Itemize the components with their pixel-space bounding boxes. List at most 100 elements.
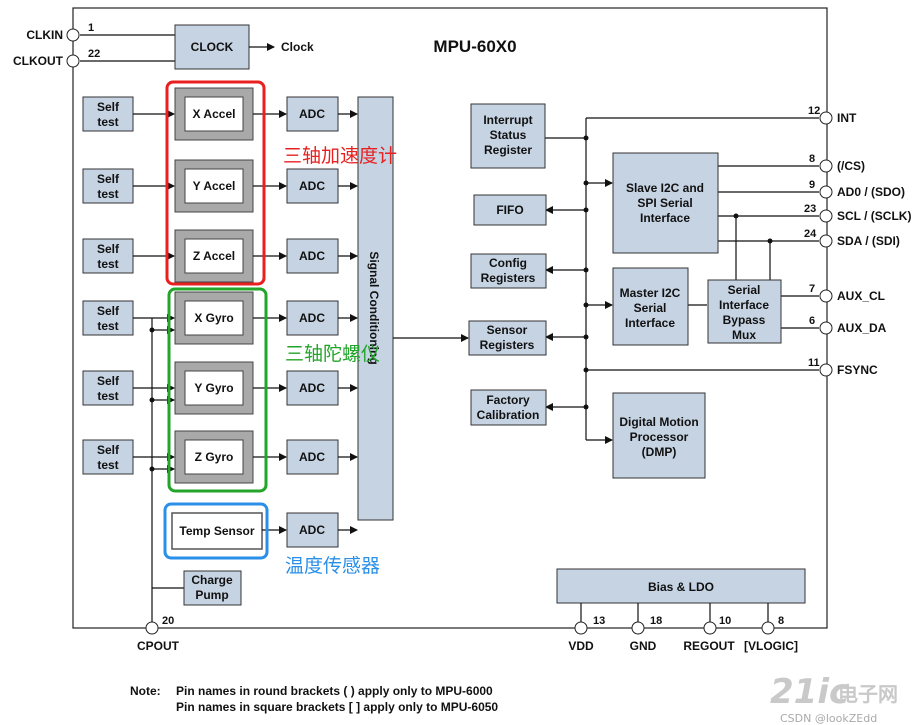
svg-text:Interface: Interface [640,211,690,225]
svg-text:Sensor: Sensor [487,323,528,337]
footnote-line-2: Pin names in square brackets [ ] apply o… [176,700,499,714]
adc-temp [286,512,339,548]
adc-z-accel [286,238,339,274]
sensor-label-x-gyro: X Gyro [194,311,233,325]
adc-label: ADC [299,311,325,325]
clock-output-label: Clock [281,40,314,54]
svg-text:Status: Status [490,128,527,142]
svg-text:VDD: VDD [568,639,594,653]
sensor-label-y-gyro: Y Gyro [194,381,233,395]
pin-clkout-num: 22 [88,48,100,60]
svg-text:Registers: Registers [480,338,535,352]
svg-text:Config: Config [489,256,527,270]
svg-text:Slave I2C and: Slave I2C and [626,181,704,195]
svg-text:18: 18 [650,615,662,627]
svg-text:Interface: Interface [625,316,675,330]
svg-text:24: 24 [804,228,817,240]
sensor-block-y-accel [184,168,244,204]
sensor-label-z-accel: Z Accel [193,249,235,263]
svg-text:[VLOGIC]: [VLOGIC] [744,639,798,653]
dmp-block: Digital Motion Processor (DMP) [612,392,706,479]
slave-i2c-spi-block: Slave I2C and SPI Serial Interface [612,152,719,254]
pin-fsync [819,363,833,377]
footnote-line-1: Pin names in round brackets ( ) apply on… [176,684,493,698]
bias-ldo-section: Bias & LDO 13 18 10 8 VDD GND REGOUT [VL… [556,568,806,653]
pin-clkin-name: CLKIN [26,28,63,42]
self-test-label: Self [97,100,120,114]
pin-clkout-name: CLKOUT [13,54,64,68]
svg-text:Registers: Registers [481,271,536,285]
self-test-block-x-accel [82,96,134,132]
pin-cs [819,159,833,173]
accel-annotation: 三轴加速度计 [283,145,397,167]
svg-text:13: 13 [593,615,605,627]
svg-text:Bypass: Bypass [723,313,766,327]
svg-text:GND: GND [630,639,657,653]
temp-sensor-label: Temp Sensor [179,524,254,538]
pin-ad0 [819,185,833,199]
right-pins: 12 INT 8 (/CS) 9 AD0 / (SDO) 23 SCL / (S… [804,105,911,377]
bias-ldo-block [556,568,806,604]
svg-text:FSYNC: FSYNC [837,363,878,377]
svg-text:7: 7 [809,283,815,295]
svg-text:10: 10 [719,615,731,627]
chip-title: MPU-60X0 [433,37,516,56]
footnote-label: Note: [130,684,161,698]
pin-clkin-num: 1 [88,22,94,34]
adc-temp-label: ADC [299,523,325,537]
adc-label: ADC [299,249,325,263]
self-test-label: Self [97,242,120,256]
svg-text:SCL / (SCLK): SCL / (SCLK) [837,209,911,223]
gyro-annotation: 三轴陀螺仪 [285,343,380,365]
internal-bus [545,117,819,444]
signal-conditioning-block [357,96,394,521]
svg-text:(/CS): (/CS) [837,159,865,173]
pin-cpout-name: CPOUT [137,639,180,653]
self-test-label: test [97,458,118,472]
svg-text:11: 11 [808,357,820,369]
accel-highlight-frame [165,80,266,286]
svg-text:SPI Serial: SPI Serial [637,196,692,210]
svg-text:FIFO: FIFO [496,203,523,217]
sensor-registers-block: Sensor Registers [468,320,547,356]
adc-z-gyro [286,439,339,475]
self-test-label: test [97,187,118,201]
pin-sda [819,234,833,248]
temp-sensor-block [171,512,263,550]
watermark-site: 电子网 [838,682,898,706]
pin-vdd [574,621,588,635]
svg-text:Register: Register [484,143,532,157]
svg-text:8: 8 [809,153,815,165]
charge-pump-label-2: Pump [195,588,228,602]
self-test-label: test [97,115,118,129]
factory-calibration-block: Factory Calibration [470,389,547,426]
signal-conditioning-label: Signal Conditioning [367,251,381,364]
adc-label: ADC [299,450,325,464]
svg-text:Interrupt: Interrupt [483,113,532,127]
svg-text:9: 9 [809,179,815,191]
interrupt-status-register: Interrupt Status Register [470,103,546,169]
svg-text:AUX_DA: AUX_DA [837,321,887,335]
svg-text:AD0 / (SDO): AD0 / (SDO) [837,185,905,199]
self-test-label: test [97,319,118,333]
svg-text:SDA / (SDI): SDA / (SDI) [837,234,900,248]
svg-text:Calibration: Calibration [477,408,540,422]
temp-sensor-row: Temp Sensor ADC [171,512,358,550]
self-test-label: Self [97,172,120,186]
adc-y-gyro [286,370,339,406]
watermark: 21ic 电子网 CSDN @lookZEdd [770,672,898,725]
svg-text:6: 6 [809,315,815,327]
watermark-logo: 21ic [770,672,850,712]
pin-regout [703,621,717,635]
pin-aux-cl [819,289,833,303]
adc-x-gyro [286,300,339,336]
svg-text:Processor: Processor [630,430,689,444]
bypass-mux-block: Serial Interface Bypass Mux [707,279,782,344]
svg-text:Master I2C: Master I2C [620,286,681,300]
sensor-block-z-accel [184,238,244,274]
cpout-section: Charge Pump 20 CPOUT [137,318,242,653]
self-test-label: test [97,389,118,403]
svg-text:Serial: Serial [728,283,761,297]
svg-text:(DMP): (DMP) [642,445,677,459]
